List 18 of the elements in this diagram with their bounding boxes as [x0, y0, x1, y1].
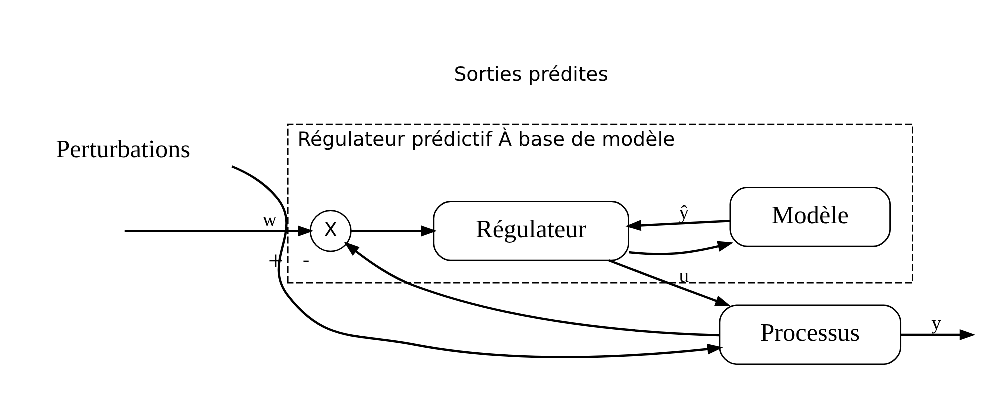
- edge-label: y: [932, 314, 942, 335]
- node-box: Processus: [719, 304, 902, 366]
- arrow: [344, 242, 720, 337]
- node-text: Perturbations: [56, 136, 191, 164]
- arrow: [351, 226, 438, 237]
- arrow: [124, 226, 314, 237]
- arrow: [629, 241, 734, 256]
- node-circle: X: [310, 210, 352, 252]
- arrow: [232, 166, 724, 358]
- node-box: Régulateur: [433, 201, 630, 262]
- node-box: Modèle: [730, 187, 891, 248]
- arrow: [626, 220, 730, 232]
- edge-label: ŷ: [679, 202, 690, 224]
- arrow: [900, 329, 976, 340]
- label: Sorties prédites: [454, 62, 608, 86]
- edge-label: w: [262, 210, 277, 231]
- edge-label: u: [679, 266, 690, 287]
- arrow: [608, 260, 732, 307]
